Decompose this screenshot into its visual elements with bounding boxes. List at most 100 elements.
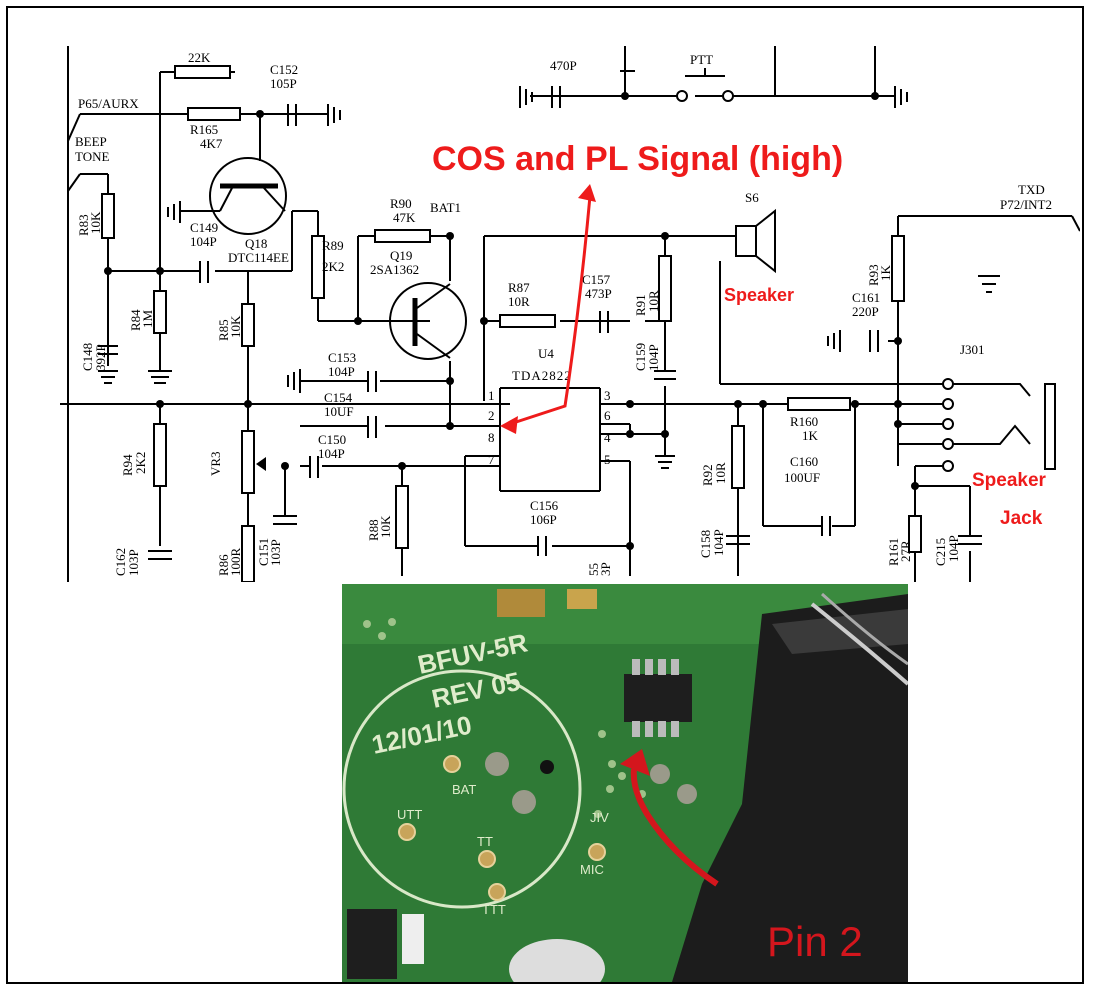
pad-mic: MIC	[580, 862, 604, 877]
label-q19v: 2SA1362	[370, 262, 419, 277]
label-q18v: DTC114EE	[228, 250, 289, 265]
label-r93v: 1K	[878, 265, 893, 282]
label-c154: C154	[324, 390, 353, 405]
label-c159v: 104P	[646, 344, 661, 371]
pad-tt: TT	[477, 834, 493, 849]
label-r87v: 10R	[508, 294, 530, 309]
label-r92: R92	[700, 464, 715, 486]
label-q18: Q18	[245, 236, 267, 251]
label-c154v: 10UF	[324, 404, 354, 419]
ic-pin-2: 2	[488, 408, 495, 423]
label-q19: Q19	[390, 248, 412, 263]
label-r84: R84	[128, 309, 143, 331]
label-r85: R85	[216, 319, 231, 341]
label-r93: R93	[866, 264, 881, 286]
label-c215: C215	[933, 538, 948, 566]
label-r91: R91	[633, 294, 648, 316]
label-c161v: 220P	[852, 304, 879, 319]
label-r92v: 10R	[713, 462, 728, 484]
label-c148: C148	[80, 343, 95, 371]
label-r161: R161	[886, 538, 901, 566]
label-r90: R90	[390, 196, 412, 211]
label-c155: 55	[586, 563, 601, 576]
label-c153v: 104P	[328, 364, 355, 379]
pcb-photo: BFUV-5R REV 05 12/01/10 BAT UTT TT TTT J…	[342, 584, 908, 982]
label-c152: C152	[270, 62, 298, 77]
ic-pin-5: 5	[604, 452, 611, 467]
label-c162v: 103P	[126, 549, 141, 576]
net-ptt: PTT	[690, 52, 713, 67]
label-r85v: 10K	[228, 315, 243, 338]
ic-pin-8: 8	[488, 430, 495, 445]
label-c156: C156	[530, 498, 559, 513]
ic-part: TDA2822	[512, 368, 572, 383]
label-c215v: 104P	[946, 535, 961, 562]
label-r83: R83	[76, 214, 91, 236]
pin2-arrow	[630, 768, 719, 887]
callout-arrowhead-top	[578, 184, 596, 202]
schematic-diagram: P65/AURX BEEP TONE BAT1 TXD P72/INT2 PTT…	[60, 46, 1080, 582]
label-j301: J301	[960, 342, 985, 357]
label-r160: R160	[790, 414, 818, 429]
callout-arrow	[509, 195, 592, 426]
label-s6: S6	[745, 190, 759, 205]
net-txd: TXD	[1018, 182, 1045, 197]
label-r83v: 10K	[88, 211, 103, 234]
ic-pin-6: 6	[604, 408, 611, 423]
label-r161v: 27R	[898, 540, 913, 562]
label-c160v: 100UF	[784, 470, 820, 485]
label-c153: C153	[328, 350, 356, 365]
label-c158: C158	[698, 530, 713, 558]
label-c150v: 104P	[318, 446, 345, 461]
label-c162: C162	[113, 548, 128, 576]
pad-bat: BAT	[452, 782, 476, 797]
net-bat1: BAT1	[430, 200, 461, 215]
label-r84v: 1M	[140, 310, 155, 329]
ic-pin-3: 3	[604, 388, 611, 403]
label-r160v: 1K	[802, 428, 819, 443]
label-c150: C150	[318, 432, 346, 447]
label-r94: R94	[120, 454, 135, 476]
label-c148v: 392P	[93, 344, 108, 371]
label-c157v: 473P	[585, 286, 612, 301]
ic-ref: U4	[538, 346, 554, 361]
label-22k: 22K	[188, 50, 211, 65]
label-c157: C157	[582, 272, 611, 287]
label-c-top: 470P	[550, 58, 577, 73]
pin2-arrowhead	[620, 749, 650, 776]
label-r86: R86	[216, 554, 231, 576]
label-c152v: 105P	[270, 76, 297, 91]
label-c158v: 104P	[711, 529, 726, 556]
label-r89v: 2K2	[322, 259, 344, 274]
callout-speaker-jack-line2: Jack	[1000, 508, 1043, 529]
label-r87: R87	[508, 280, 530, 295]
label-r165: R165	[190, 122, 218, 137]
label-r89: R89	[322, 238, 344, 253]
label-r165v: 4K7	[200, 136, 223, 151]
label-r91v: 10R	[646, 290, 661, 312]
callout-speaker: Speaker	[724, 285, 794, 305]
callout-speaker-jack-line1: Speaker	[972, 470, 1047, 491]
ic-pin-7: 7	[488, 452, 495, 467]
label-c155v: 3P	[598, 562, 613, 576]
label-c151v: 103P	[268, 539, 283, 566]
label-c161: C161	[852, 290, 880, 305]
label-r88: R88	[366, 519, 381, 541]
ic-pin-1: 1	[488, 388, 495, 403]
ic-pin-4: 4	[604, 430, 611, 445]
pad-utt: UTT	[397, 807, 422, 822]
pad-jiv: JIV	[590, 810, 609, 825]
label-c149: C149	[190, 220, 218, 235]
label-r90v: 47K	[393, 210, 416, 225]
callout-arrowhead	[500, 416, 518, 434]
label-c149v: 104P	[190, 234, 217, 249]
callout-title: COS and PL Signal (high)	[432, 140, 843, 178]
label-c159: C159	[633, 343, 648, 371]
label-vr3: VR3	[208, 451, 223, 476]
pin2-label: Pin 2	[767, 918, 863, 965]
label-r86v: 100R	[228, 548, 243, 577]
net-tone: TONE	[75, 149, 109, 164]
net-p72: P72/INT2	[1000, 197, 1052, 212]
net-p65: P65/AURX	[78, 96, 139, 111]
label-r94v: 2K2	[133, 452, 148, 474]
